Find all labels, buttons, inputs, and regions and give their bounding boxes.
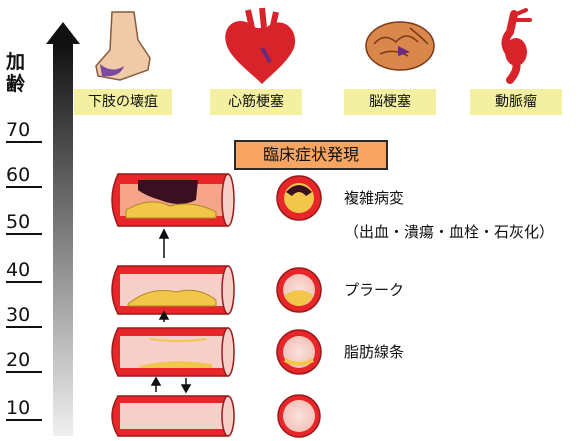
age-tick-30: 30 — [6, 305, 42, 328]
stage-label-plaque: プラーク — [344, 280, 404, 300]
age-tick-70: 70 — [6, 120, 42, 143]
age-axis-title-1: 加 — [6, 52, 25, 72]
age-axis-title-2: 齢 — [6, 74, 25, 94]
age-tick-10: 10 — [6, 398, 42, 421]
stage-sublabel-complex-lesion: （出血・潰瘍・血栓・石灰化） — [344, 222, 554, 242]
age-tick-40: 40 — [6, 260, 42, 283]
cross-section-complex — [277, 176, 321, 220]
vessel-fatty-streak — [112, 328, 234, 376]
age-tick-20: 20 — [6, 350, 42, 373]
vessel-complex-lesion — [112, 174, 234, 226]
stage-label-fatty-streak: 脂肪線条 — [344, 342, 404, 362]
aorta-icon — [505, 10, 530, 80]
organ-label-cerebral-infarction: 脳梗塞 — [344, 89, 436, 115]
organ-label-aneurysm: 動脈瘤 — [470, 89, 562, 115]
cross-section-fatty-streak — [277, 330, 321, 374]
brain-icon — [366, 22, 434, 70]
foot-icon — [96, 12, 150, 80]
vessel-plaque — [112, 266, 234, 314]
organ-label-gangrene: 下肢の壊疽 — [74, 89, 172, 115]
vessel-normal — [112, 396, 234, 436]
age-tick-60: 60 — [6, 165, 42, 188]
age-tick-50: 50 — [6, 212, 42, 235]
organ-label-myocardial-infarction: 心筋梗塞 — [210, 89, 302, 115]
stage-label-complex-lesion: 複雑病変 — [344, 188, 404, 208]
cross-section-plaque — [277, 268, 321, 312]
clinical-onset-box: 臨床症状発現 — [234, 140, 388, 170]
cross-section-normal — [278, 395, 320, 437]
heart-icon — [225, 8, 295, 84]
age-arrow — [46, 22, 80, 436]
